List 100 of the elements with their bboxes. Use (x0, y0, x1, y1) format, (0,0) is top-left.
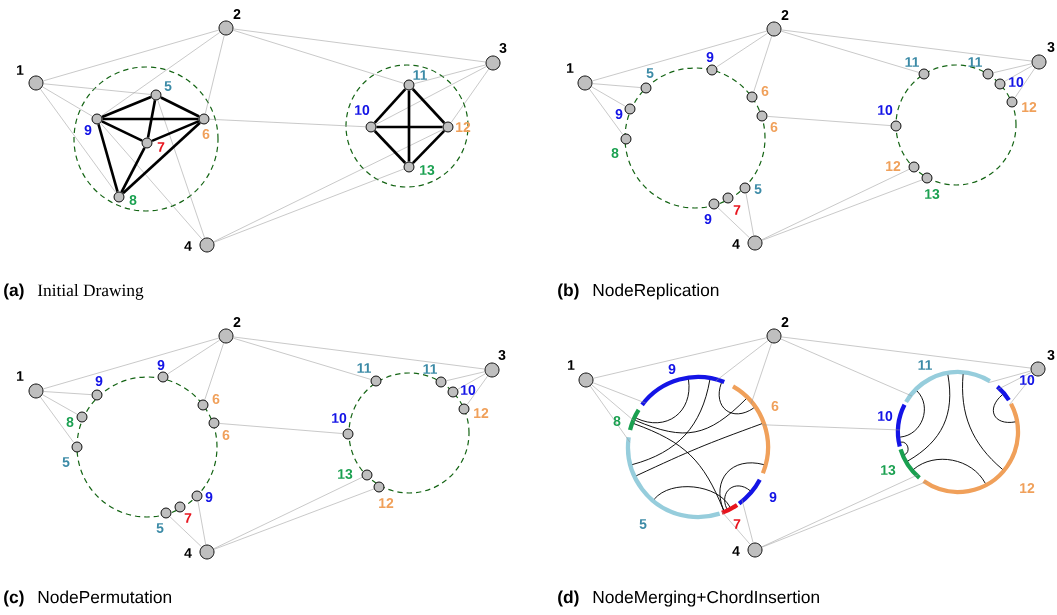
node-number: 2 (781, 10, 789, 20)
connector-line (591, 30, 768, 82)
node-number: 9 (769, 492, 777, 502)
connector-line (213, 168, 405, 243)
connector-line (97, 123, 119, 193)
node-number: 10 (1009, 77, 1024, 87)
connector-line (43, 391, 92, 395)
connector-line (120, 147, 146, 193)
node-number: 9 (205, 492, 213, 502)
node-number: 9 (84, 125, 92, 135)
connector-line (43, 83, 151, 95)
node-number: 7 (733, 205, 741, 215)
node-number: 11 (423, 364, 437, 374)
connector-line (450, 68, 489, 123)
node-number: 10 (1020, 375, 1035, 385)
node-number: 11 (968, 57, 982, 67)
cluster-ring (895, 369, 1021, 494)
connector-line (761, 169, 910, 241)
connector-line (750, 342, 772, 405)
connector-line (997, 372, 1032, 390)
node-number: 5 (62, 457, 70, 467)
connector-line (591, 384, 635, 422)
node-number: 3 (498, 350, 506, 360)
connector-line (42, 29, 220, 82)
node-number: 5 (754, 184, 762, 194)
connector-line (721, 510, 751, 545)
connector-line (213, 488, 375, 550)
vertex-circle (199, 237, 215, 253)
node-number: 2 (233, 317, 241, 327)
connector-line (101, 32, 221, 117)
connector-line (376, 125, 443, 129)
caption-text: NodeReplication (593, 283, 719, 300)
node-number: 10 (461, 385, 476, 395)
connector-line (717, 207, 750, 239)
node-number: 2 (781, 317, 789, 327)
node-number: 7 (733, 519, 741, 529)
connector-line (42, 86, 93, 117)
connector-line (780, 30, 920, 73)
node-number: 5 (164, 81, 172, 91)
connector-line (160, 96, 200, 118)
node-number: 12 (474, 408, 489, 418)
connector-line (373, 130, 407, 164)
connector-line (1009, 374, 1034, 405)
node-number: 1 (567, 63, 574, 73)
node-number: 13 (420, 165, 435, 175)
vertex-circle (199, 544, 215, 560)
node-number: 6 (761, 86, 769, 96)
connector-line (233, 28, 486, 63)
connector-line (375, 66, 487, 125)
connector-line (100, 122, 203, 240)
node-number: 11 (905, 57, 919, 67)
connector-line (993, 63, 1032, 73)
node-number: 12 (456, 122, 471, 132)
vertex-circle (747, 542, 763, 558)
connector-line (715, 340, 769, 382)
node-number: 6 (770, 122, 778, 132)
node-number: 12 (886, 161, 901, 171)
connector-line (781, 336, 1031, 369)
connector-line (466, 375, 488, 405)
connector-line (213, 129, 444, 242)
vertex-circle (747, 235, 763, 251)
node-number: 4 (732, 239, 740, 249)
node-number: 12 (1022, 102, 1037, 112)
connector-line (42, 394, 78, 415)
connector-line (407, 90, 411, 162)
cluster-ring (625, 374, 771, 520)
connector-line (716, 32, 769, 68)
connector-line (591, 86, 626, 107)
node-number: 8 (66, 417, 74, 427)
connector-line (232, 337, 372, 380)
vertex-circle (484, 362, 500, 378)
node-number: 6 (222, 430, 230, 440)
node-number: 9 (706, 52, 714, 62)
connector-line (197, 501, 206, 545)
node-number: 6 (202, 129, 210, 139)
node-number: 13 (925, 189, 940, 199)
vertex-circle (28, 383, 44, 399)
connector-line (373, 88, 407, 124)
connector-line (745, 193, 754, 236)
connector-line (753, 35, 772, 93)
caption-text: NodeMerging+ChordInsertion (593, 590, 819, 607)
connector-line (411, 88, 446, 124)
node-number: 2 (233, 9, 241, 19)
node-number: 4 (184, 548, 192, 558)
vertex-circle (578, 372, 594, 388)
connector-line (213, 477, 363, 550)
node-number: 8 (611, 148, 619, 158)
node-number: 4 (732, 546, 740, 556)
connector-line (204, 342, 224, 401)
node-number: 11 (413, 70, 427, 80)
connector-line (101, 95, 152, 119)
node-number: 11 (918, 360, 932, 370)
node-number: 8 (129, 195, 137, 205)
node-number: 1 (17, 65, 24, 75)
vertex-circle (1030, 361, 1046, 377)
node-number: 12 (379, 498, 394, 508)
connector-line (1004, 65, 1033, 82)
connector-line (101, 120, 143, 142)
connector-line (232, 29, 405, 84)
connector-line (988, 370, 1032, 383)
